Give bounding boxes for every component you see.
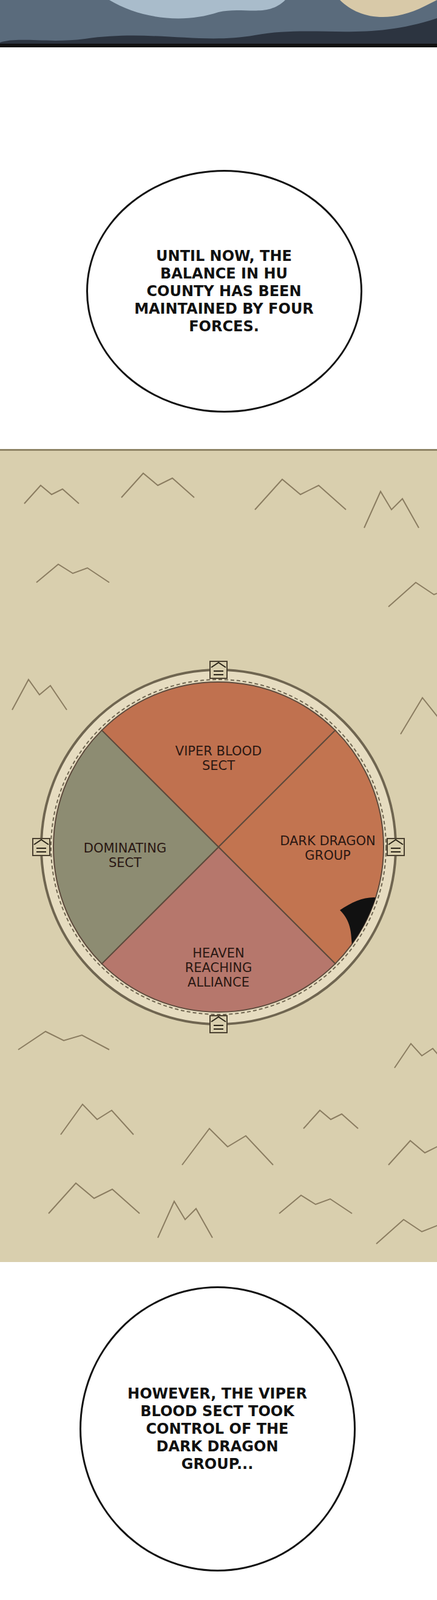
mountain (388, 582, 437, 607)
gatehouse-icon (32, 661, 405, 1034)
mountain (394, 1043, 437, 1069)
dialogue-text: HOWEVER, THE VIPER BLOOD SECT TOOK CONTR… (126, 1385, 309, 1474)
mountain (303, 1110, 359, 1129)
mountain (182, 1128, 274, 1166)
county-wall (41, 670, 396, 1025)
territory-label-box: VIPER BLOOD SECT (164, 741, 273, 776)
dialogue-text: UNTIL NOW, THE BALANCE IN HU COUNTY HAS … (132, 247, 316, 336)
territory-name: VIPER BLOOD SECT (166, 744, 271, 774)
territory-name: HEAVEN REACHING ALLIANCE (166, 946, 271, 990)
mountain (157, 1201, 213, 1239)
mountain (388, 1141, 437, 1166)
mountain (254, 479, 346, 510)
speech-bubble: HOWEVER, THE VIPER BLOOD SECT TOOK CONTR… (79, 1286, 356, 1572)
territory-name: DOMINATING SECT (73, 841, 177, 871)
mountain (18, 1031, 110, 1051)
mountain (121, 473, 195, 498)
mountain (364, 491, 419, 529)
territory-name: DARK DRAGON GROUP (276, 833, 380, 864)
mountain-range (12, 473, 437, 1245)
territory-sector (53, 730, 219, 965)
map-panel (0, 449, 437, 1263)
speech-bubble: UNTIL NOW, THE BALANCE IN HU COUNTY HAS … (86, 169, 363, 413)
mountain (12, 679, 67, 711)
territory-label-box: DARK DRAGON GROUP (273, 831, 382, 866)
mountain (48, 1183, 140, 1214)
mountain (376, 1219, 437, 1245)
mountain (400, 697, 437, 735)
character-art (0, 0, 437, 47)
mountain (60, 1104, 134, 1135)
dark-territory (315, 897, 425, 1032)
territory-label-box: HEAVEN REACHING ALLIANCE (164, 943, 273, 993)
mountain (279, 1195, 353, 1214)
territory (53, 682, 384, 1013)
mountain (24, 485, 79, 504)
mountain (36, 564, 110, 583)
territory-label-box: DOMINATING SECT (71, 838, 180, 873)
